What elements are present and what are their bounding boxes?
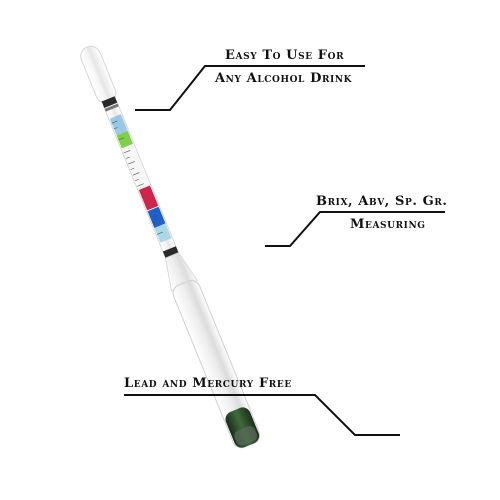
callout-line-measure <box>265 211 445 247</box>
callout-line-safety <box>124 394 400 436</box>
callout-measure-line2: Measuring <box>350 217 426 232</box>
scale-white <box>121 143 150 190</box>
stem-band-top-2 <box>104 103 119 112</box>
top-cap <box>80 45 117 104</box>
callout-ease-line1: Easy To Use For <box>225 48 345 63</box>
callout-ease-line2: Any Alcohol Drink <box>215 71 353 86</box>
scale-blue <box>147 206 166 228</box>
bulb-weight-pellets <box>234 426 258 446</box>
stem-band-bottom <box>162 246 179 259</box>
scale-ticks <box>111 120 163 235</box>
stem-band-top <box>101 96 118 108</box>
scale-blue-light <box>109 114 128 136</box>
scale-green <box>116 130 133 149</box>
scale-teal <box>154 223 172 243</box>
scale-red <box>138 185 159 211</box>
hydrometer <box>80 45 261 449</box>
callout-measure-line1: Brix, Abv, Sp. Gr. <box>316 194 448 209</box>
callout-line-ease <box>135 65 365 111</box>
callout-safety-line1: Lead and Mercury Free <box>124 376 292 391</box>
